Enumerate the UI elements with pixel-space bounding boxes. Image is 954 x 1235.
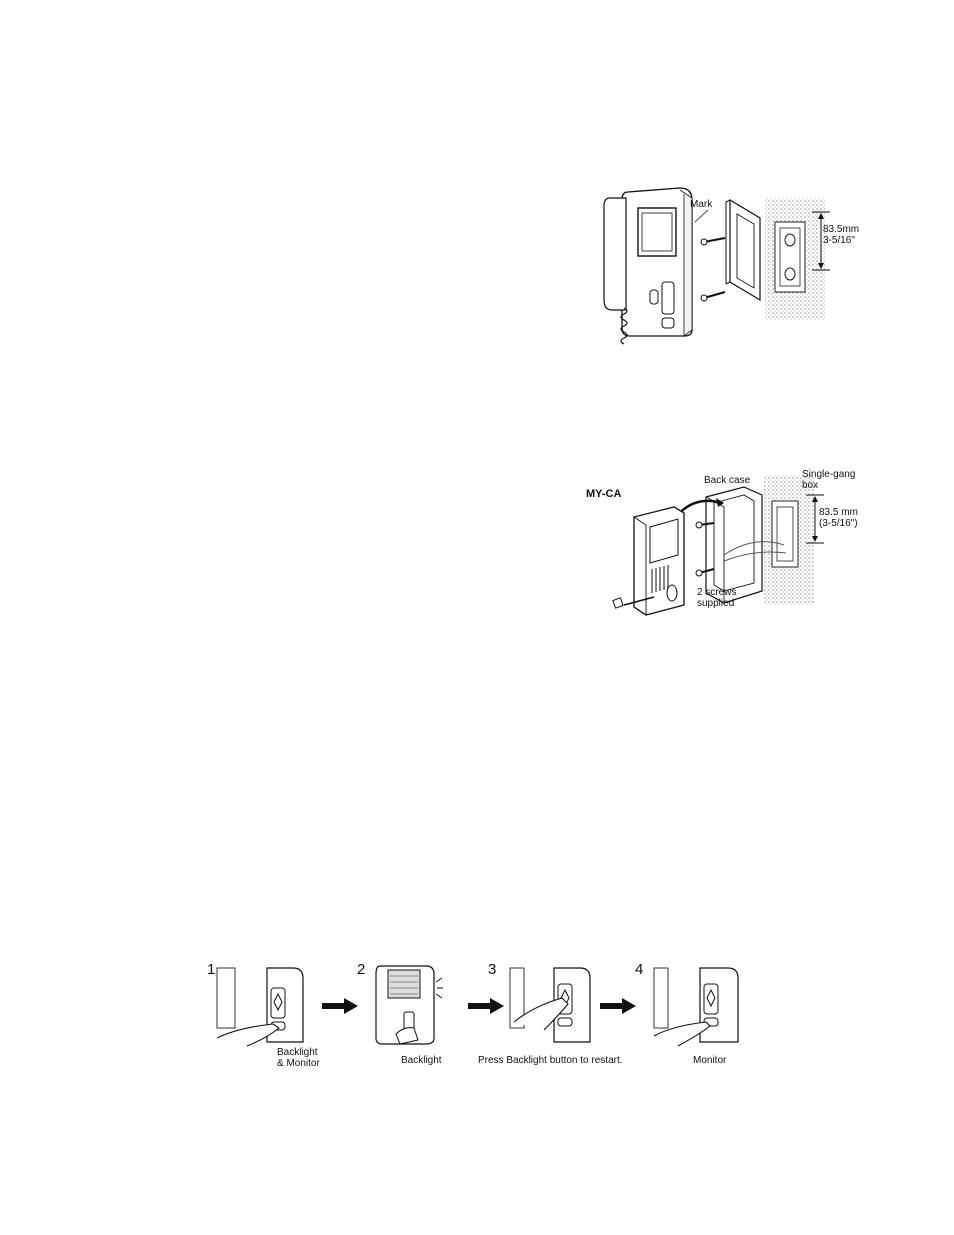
step-4-illustration <box>648 966 748 1046</box>
step-1-illustration <box>207 966 307 1046</box>
screws-label-line2: supplied <box>697 598 734 609</box>
step-2-caption: Backlight <box>401 1055 442 1066</box>
steps-sequence: 1 Backlight & Monitor 2 Backlight 3 <box>200 958 760 1073</box>
model-label: MY-CA <box>586 488 621 500</box>
step-1-caption-line1: Backlight <box>277 1047 318 1058</box>
arrow-right-icon <box>600 998 636 1014</box>
single-gang-box-label-line2: box <box>802 480 818 491</box>
single-gang-box-label-line1: Single-gang <box>802 469 855 480</box>
dimension-mm-label: 83.5 mm <box>819 507 858 518</box>
dimension-inch-label: 3-5/16" <box>823 235 855 246</box>
dimension-inch-label: (3-5/16") <box>819 518 858 529</box>
step-4-caption: Monitor <box>693 1055 726 1066</box>
arrow-right-icon <box>322 998 358 1014</box>
mark-label: Mark <box>690 199 712 210</box>
figure-back-case-mount: MY-CA Back case Single-gang box 83.5 mm … <box>584 465 874 620</box>
step-2-number: 2 <box>357 962 365 978</box>
step-4-number: 4 <box>635 962 643 978</box>
arrow-right-icon <box>468 998 504 1014</box>
step-2-illustration <box>374 964 444 1046</box>
step-3-illustration <box>506 966 596 1046</box>
wall-mount-illustration <box>600 180 880 355</box>
figure-wall-mount: Mark 83.5mm 3-5/16" <box>600 180 880 355</box>
back-case-label: Back case <box>704 475 750 486</box>
screws-label-line1: 2 screws <box>697 587 736 598</box>
step-3-caption: Press Backlight button to restart. <box>478 1055 623 1066</box>
step-1-caption-line2: & Monitor <box>277 1058 320 1069</box>
step-3-number: 3 <box>488 962 496 978</box>
dimension-mm-label: 83.5mm <box>823 224 859 235</box>
